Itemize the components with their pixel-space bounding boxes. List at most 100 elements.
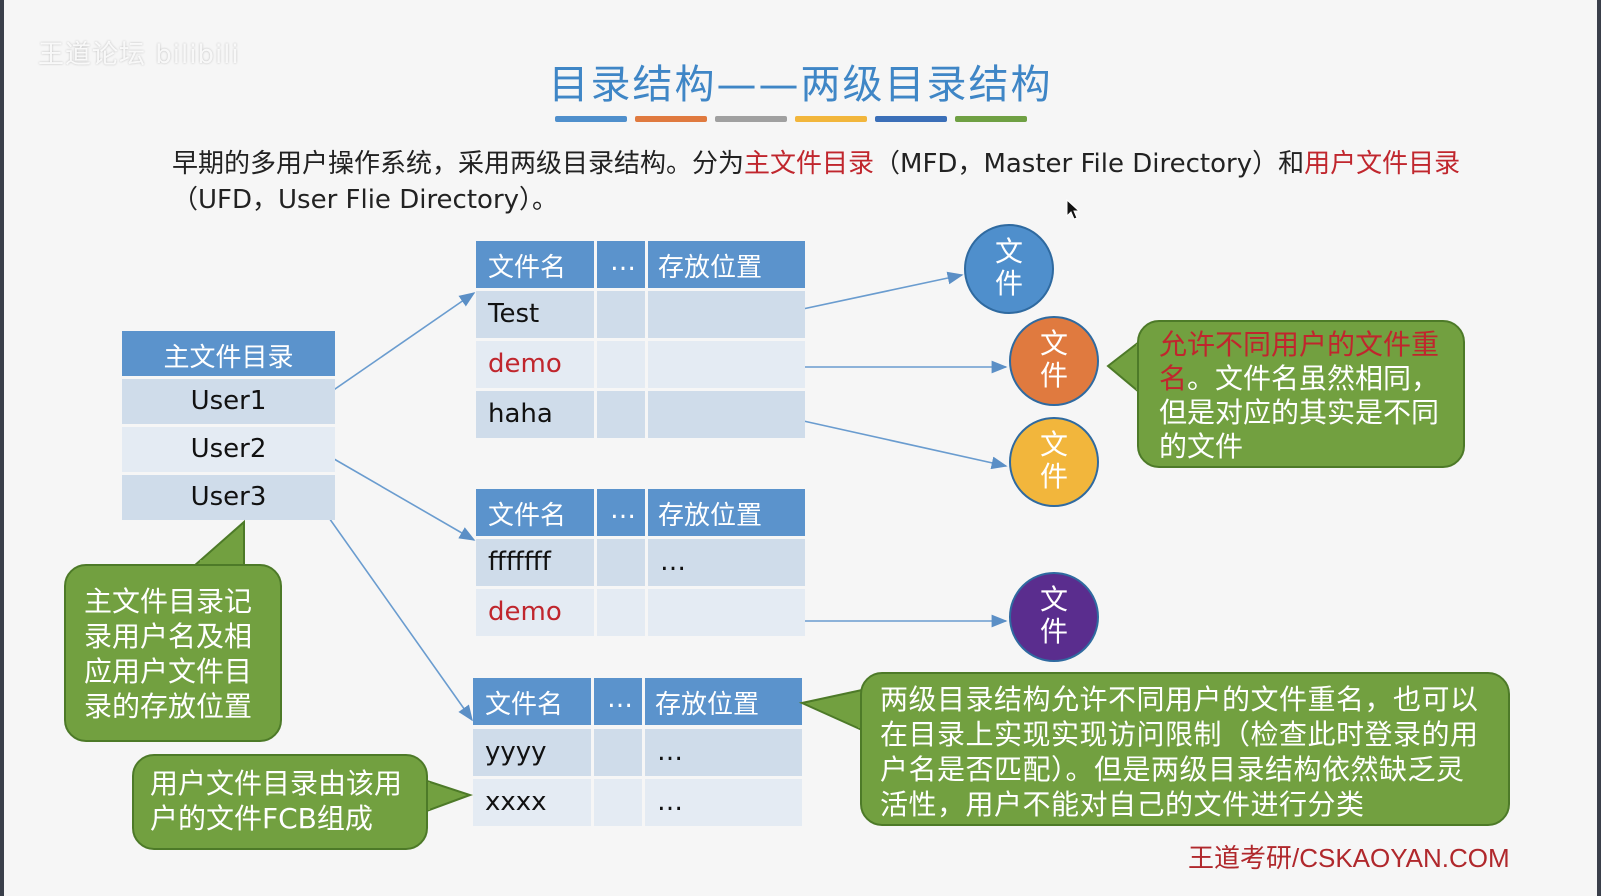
ufd-location: … xyxy=(660,547,686,577)
slide: 王道论坛 bilibili 目录结构——两级目录结构 早期的多用户操作系统，采用… xyxy=(4,0,1597,896)
callout-text: 用户文件目录由该用户的文件FCB组成 xyxy=(150,767,403,835)
mfd-row-label: User2 xyxy=(190,434,267,464)
ufd-cell xyxy=(597,341,645,388)
title-bar xyxy=(635,116,707,122)
title-bar xyxy=(955,116,1027,122)
ufd-cell: fffffff xyxy=(476,539,594,586)
ufd-cell xyxy=(597,291,645,338)
ufd-filename: yyyy xyxy=(485,737,547,767)
ufd-filename: xxxx xyxy=(485,787,547,817)
connector-arrows xyxy=(321,271,1008,722)
ufd-header-label: 文件名 xyxy=(488,253,567,283)
mfd-row-label: User1 xyxy=(190,386,267,416)
file-circle-label: 文件 xyxy=(1039,583,1068,648)
arrow-user2-to-ufd xyxy=(321,451,476,541)
title-bar xyxy=(715,116,787,122)
intro-text: （UFD，User Flie Directory）。 xyxy=(172,185,559,215)
ufd-header-label: … xyxy=(610,495,636,525)
ufd-header-label: 文件名 xyxy=(485,690,564,720)
callout-same-name: 允许不同用户的文件重名。文件名虽然相同，但是对应的其实是不同的文件 xyxy=(1137,320,1465,468)
ufd-cell xyxy=(648,391,805,438)
ufd-filename: fffffff xyxy=(488,547,551,577)
ufd-header-label: 存放位置 xyxy=(658,501,763,531)
file-circle: 文件 xyxy=(1009,316,1099,406)
ufd-cell: demo xyxy=(476,589,594,636)
ufd-header-label: 存放位置 xyxy=(658,253,763,283)
file-circle-label: 文件 xyxy=(994,235,1023,300)
ufd-cell: xxxx xyxy=(473,779,591,826)
ufd-header-cell: … xyxy=(594,678,642,725)
ufd-cell xyxy=(594,779,642,826)
callout-text: 。文件名虽然相同，但是对应的其实是不同的文件 xyxy=(1159,362,1440,463)
tail-same-name xyxy=(1106,339,1140,395)
ufd-filename: demo xyxy=(488,597,562,627)
arrow-user3-to-ufd xyxy=(321,507,473,722)
ufd-cell xyxy=(648,589,805,636)
tail-summary xyxy=(798,688,863,732)
ufd-cell: … xyxy=(645,729,802,776)
mfd-row: User2 xyxy=(122,427,335,472)
ufd-cell: Test xyxy=(476,291,594,338)
ufd-location: … xyxy=(657,737,683,767)
mouse-cursor-icon xyxy=(1066,199,1080,220)
ufd-header-cell: 文件名 xyxy=(476,489,594,536)
watermark-logo: 王道论坛 bilibili xyxy=(38,40,240,70)
ufd-cell xyxy=(648,341,805,388)
ufd-cell: … xyxy=(645,779,802,826)
ufd-header-cell: 存放位置 xyxy=(645,678,802,725)
file-circle-label: 文件 xyxy=(1039,327,1068,392)
ufd-filename: haha xyxy=(488,399,553,429)
ufd-filename: Test xyxy=(488,299,540,329)
ufd-header-cell: 存放位置 xyxy=(648,241,805,288)
intro-text: （MFD，Master File Directory）和 xyxy=(874,149,1305,179)
callout-text: 主文件目录记录用户名及相应用户文件目录的存放位置 xyxy=(84,585,253,723)
intro-text: 早期的多用户操作系统，采用两级目录结构。分为 xyxy=(172,149,745,179)
title-bar xyxy=(795,116,867,122)
ufd-header-cell: … xyxy=(597,489,645,536)
callout-highlight: 允许不同用户的文件重名 xyxy=(1159,328,1440,395)
callout-summary: 两级目录结构允许不同用户的文件重名，也可以在目录上实现实现访问限制（检查此时登录… xyxy=(860,672,1510,826)
ufd-header-cell: 文件名 xyxy=(473,678,591,725)
ufd-header-cell: … xyxy=(597,241,645,288)
arrow-test-to-file xyxy=(783,271,964,314)
ufd-header-cell: 文件名 xyxy=(476,241,594,288)
file-circle-label: 文件 xyxy=(1039,428,1068,493)
file-circle: 文件 xyxy=(1009,572,1099,662)
ufd-filename: demo xyxy=(488,349,562,379)
ufd-cell xyxy=(648,291,805,338)
ufd-header-label: 文件名 xyxy=(488,501,567,531)
tail-ufd-note xyxy=(423,778,474,814)
callout-mfd-note: 主文件目录记录用户名及相应用户文件目录的存放位置 xyxy=(64,564,282,742)
ufd-header-label: 存放位置 xyxy=(655,690,760,720)
mfd-row-label: User3 xyxy=(190,482,267,512)
arrow-haha-to-file xyxy=(789,417,1008,470)
ufd-location: … xyxy=(657,787,683,817)
mfd-row: User3 xyxy=(122,475,335,520)
intro-mfd-term: 主文件目录 xyxy=(744,149,875,179)
file-circle: 文件 xyxy=(1009,417,1099,507)
title-bar xyxy=(555,116,627,122)
title-bar xyxy=(875,116,947,122)
mfd-row: User1 xyxy=(122,379,335,424)
file-circle: 文件 xyxy=(964,224,1054,314)
tail-mfd-note xyxy=(191,519,245,567)
ufd-cell xyxy=(594,729,642,776)
callout-text: 两级目录结构允许不同用户的文件重名，也可以在目录上实现实现访问限制（检查此时登录… xyxy=(880,683,1479,821)
callout-ufd-note: 用户文件目录由该用户的文件FCB组成 xyxy=(132,754,428,850)
ufd-cell xyxy=(597,589,645,636)
intro-ufd-term: 用户文件目录 xyxy=(1304,149,1461,179)
footer-brand: 王道考研/CSKAOYAN.COM xyxy=(1188,843,1510,873)
ufd-cell: … xyxy=(648,539,805,586)
ufd-header-cell: 存放位置 xyxy=(648,489,805,536)
arrow-user1-to-ufd xyxy=(321,292,476,399)
intro-paragraph: 早期的多用户操作系统，采用两级目录结构。分为主文件目录（MFD，Master F… xyxy=(172,146,1472,218)
title-color-bars xyxy=(555,116,1027,122)
ufd-cell: yyyy xyxy=(473,729,591,776)
ufd-cell xyxy=(597,539,645,586)
mfd-header-label: 主文件目录 xyxy=(163,343,294,373)
ufd-header-label: … xyxy=(610,247,636,277)
slide-title: 目录结构——两级目录结构 xyxy=(548,62,1053,108)
ufd-cell: haha xyxy=(476,391,594,438)
ufd-cell xyxy=(597,391,645,438)
mfd-header: 主文件目录 xyxy=(122,331,335,376)
